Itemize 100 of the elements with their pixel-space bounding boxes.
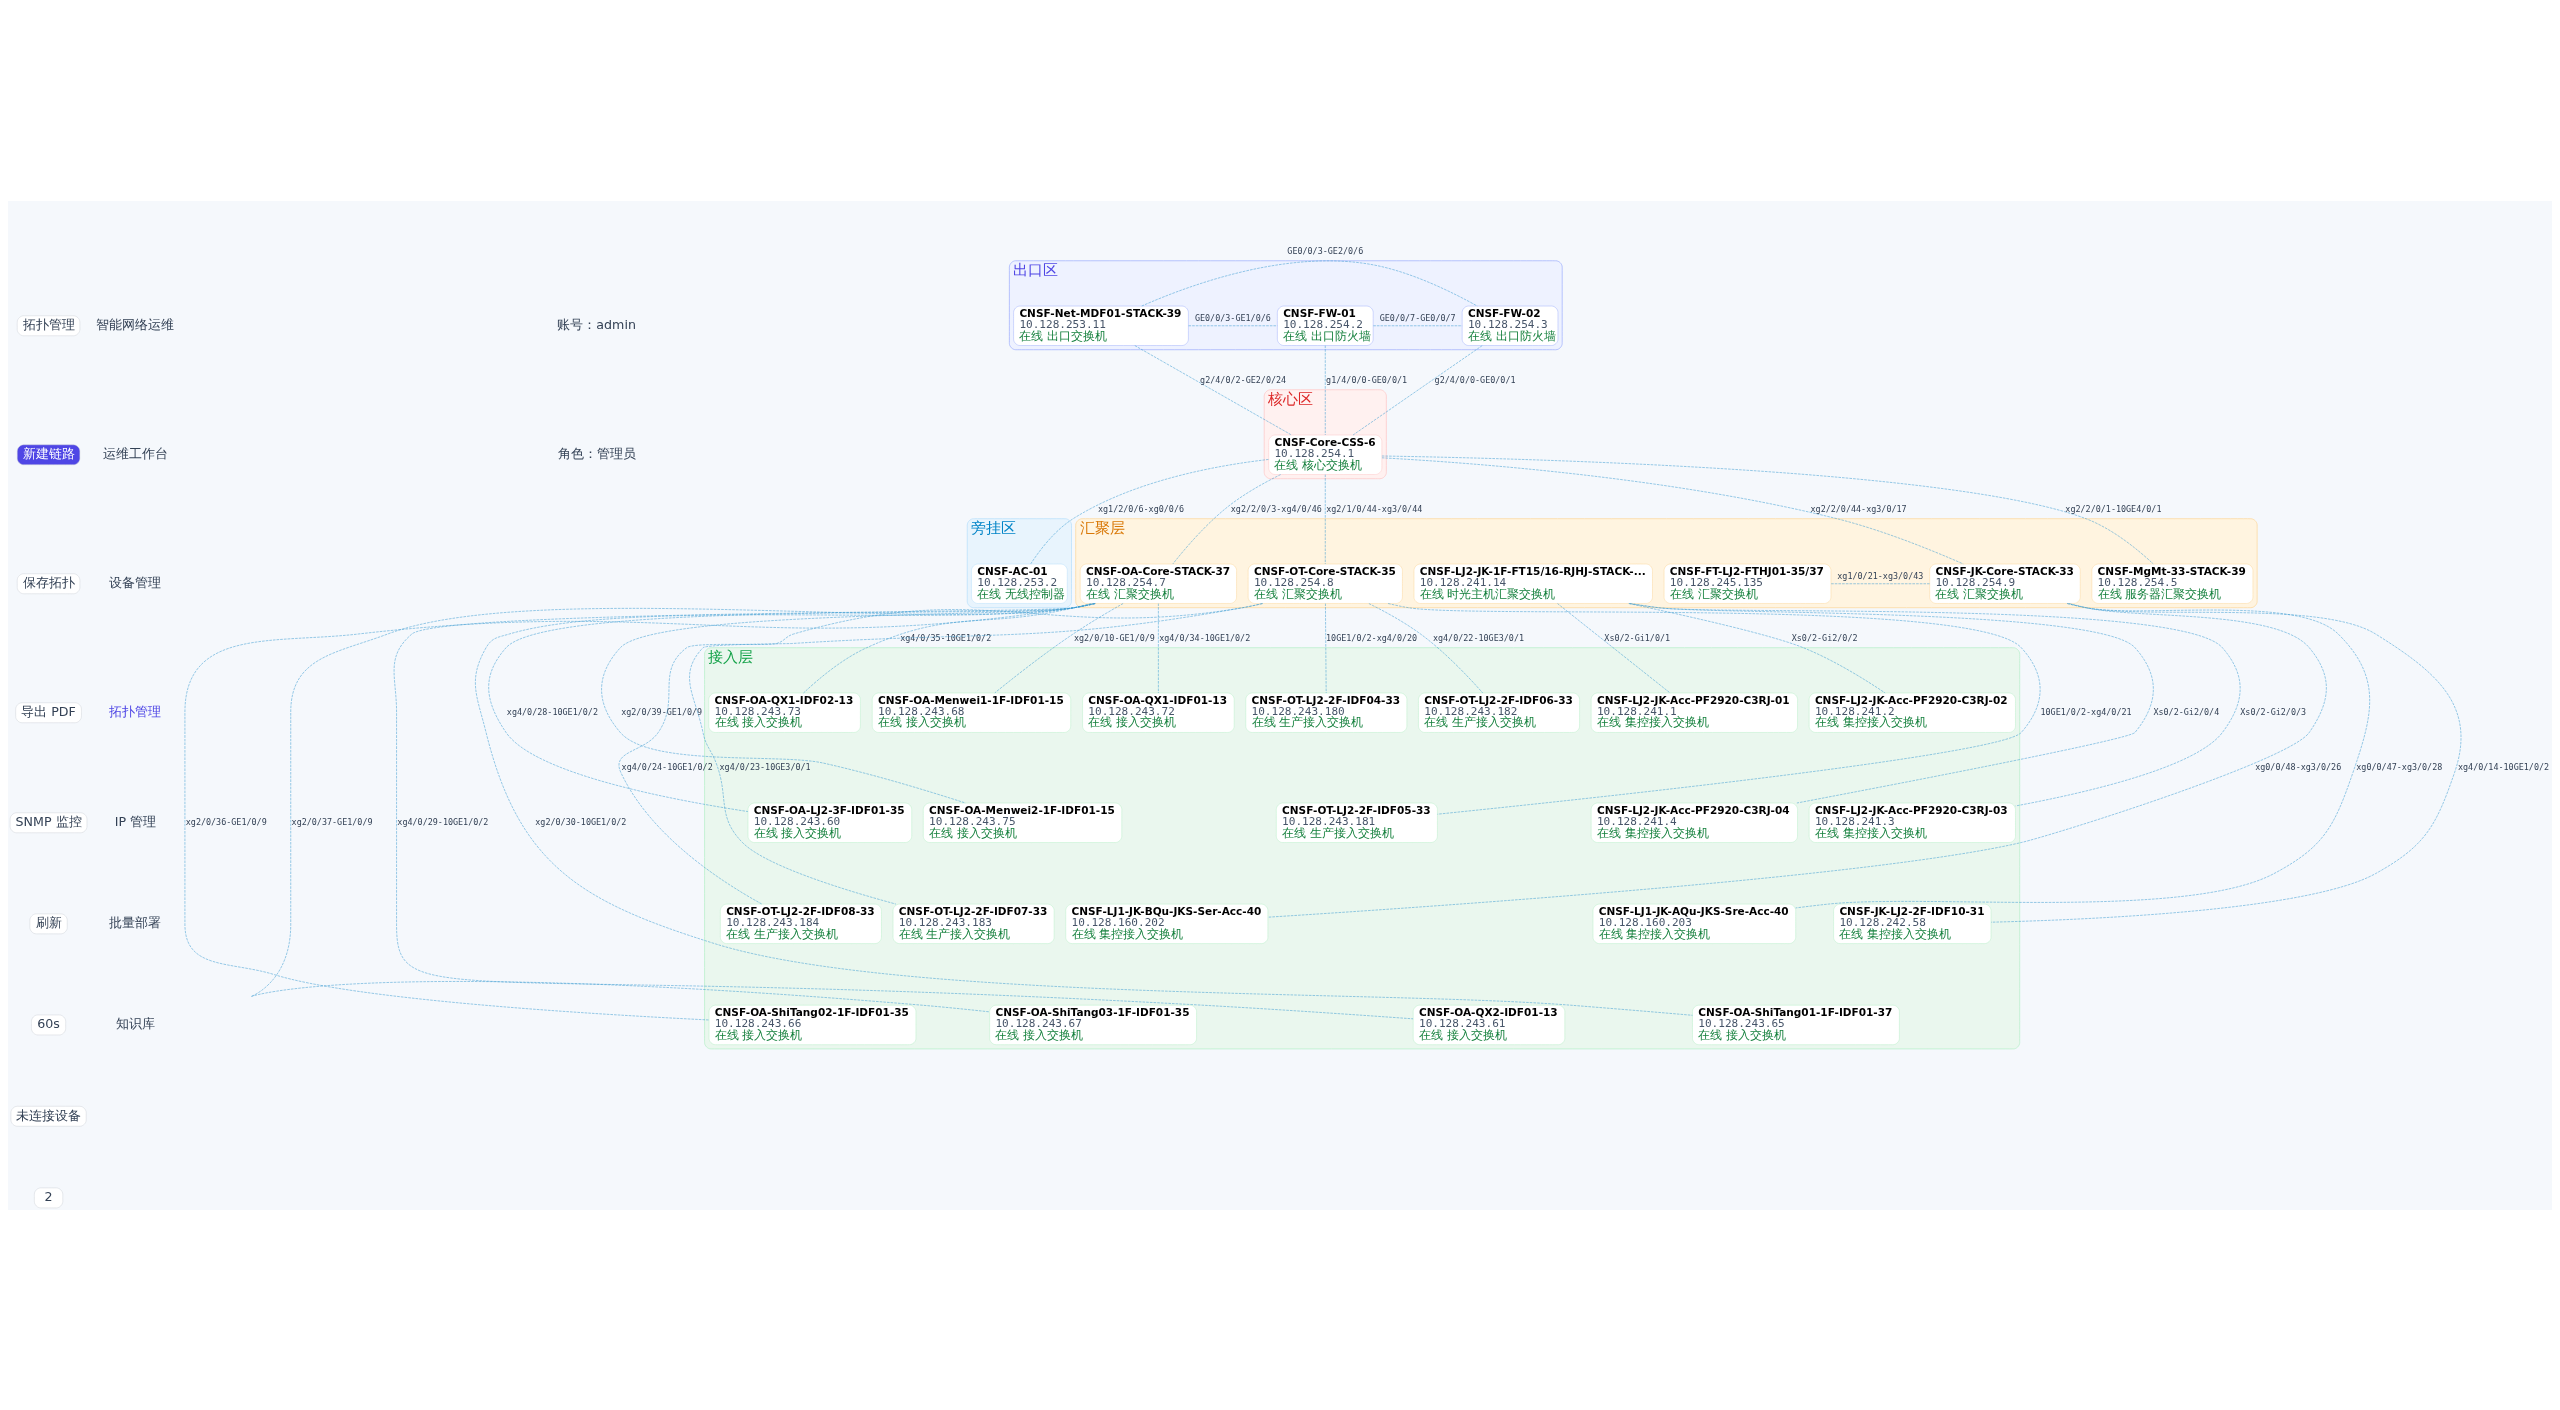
label: 新建链路 <box>22 445 75 461</box>
edge-label: xg4/0/23-10GE3/0/1 <box>719 761 811 772</box>
label: 未连接设备 <box>16 1107 82 1123</box>
node-box: CNSF-Net-MDF01-STACK-39 10.128.253.11 在线 出口交换机 <box>1013 305 1189 346</box>
edge-label: xg2/0/37-GE1/0/9 <box>291 816 373 827</box>
edge-label: xg4/0/29-10GE1/0/2 <box>397 816 489 827</box>
edge-label: Xs0/2-Gi2/0/4 <box>2153 706 2220 717</box>
connector <box>1368 602 1483 693</box>
node-box: CNSF-OA-QX1-IDF01-13 10.128.243.72 在线 接入交换机 <box>1082 692 1235 733</box>
node-box: CNSF-OA-Menwei2-1F-IDF01-15 10.128.243.75 在线 接入交换机 <box>923 802 1123 843</box>
node-box: CNSF-Core-CSS-6 10.128.254.1 在线 核心交换机 <box>1268 434 1383 475</box>
node-box: CNSF-LJ2-JK-1F-FT15/16-RJHJ-STACK-... 10.128.241.14 在线 时光主机汇聚交换机 <box>1413 563 1653 604</box>
node-box: CNSF-OT-Core-STACK-35 10.128.254.8 在线 汇聚交换机 <box>1247 563 1403 604</box>
label: 运维工作台 <box>102 445 168 461</box>
connector <box>1628 602 1886 693</box>
edge-label: g2/4/0/2-GE2/0/24 <box>1200 374 1287 385</box>
edge-label: g1/4/0/0-GE0/0/1 <box>1326 374 1408 385</box>
edge-label: xg2/0/30-10GE1/0/2 <box>535 816 627 827</box>
node-box: CNSF-OA-LJ2-3F-IDF01-35 10.128.243.60 在线 接入交换机 <box>747 802 912 843</box>
connector <box>1381 455 2154 564</box>
node-box: CNSF-LJ2-JK-Acc-PF2920-C3RJ-04 10.128.241.4 在线 集控接入交换机 <box>1590 802 1798 843</box>
edge-label: xg1/0/21-xg3/0/43 <box>1837 570 1924 581</box>
connector <box>601 602 1095 803</box>
edge-label: xg2/2/0/1-10GE4/0/1 <box>2065 503 2162 514</box>
node-box: CNSF-LJ2-JK-Acc-PF2920-C3RJ-02 10.128.241.2 在线 集控接入交换机 <box>1808 692 2016 733</box>
node-box: CNSF-LJ2-JK-Acc-PF2920-C3RJ-03 10.128.241.3 在线 集控接入交换机 <box>1808 802 2016 843</box>
label: 导出 PDF <box>21 703 76 719</box>
edge-label: 10GE1/0/2-xg4/0/20 <box>1326 632 1418 643</box>
node-box: CNSF-OA-QX1-IDF02-13 10.128.243.73 在线 接入交换机 <box>708 692 861 733</box>
node-box: CNSF-AC-01 10.128.253.2 在线 无线控制器 <box>971 563 1068 604</box>
node-box: CNSF-OA-Core-STACK-37 10.128.254.7 在线 汇聚交换机 <box>1079 563 1237 604</box>
connector <box>803 602 1092 693</box>
label: 刷新 <box>35 914 62 930</box>
edge-label: xg2/0/39-GE1/0/9 <box>621 706 703 717</box>
node-box: CNSF-JK-Core-STACK-33 10.128.254.9 在线 汇聚交换机 <box>1929 563 2081 604</box>
node-box: CNSF-OT-LJ2-2F-IDF07-33 10.128.243.183 在线 生产接入交换机 <box>892 903 1055 944</box>
connector <box>1628 602 2241 806</box>
edge-label: xg2/0/10-GE1/0/9 <box>1073 632 1155 643</box>
node-box: CNSF-OT-LJ2-2F-IDF08-33 10.128.243.184 在线 生产接入交换机 <box>720 903 882 944</box>
edge-label: Xs0/2-Gi1/0/1 <box>1604 632 1671 643</box>
node-box: CNSF-FW-02 10.128.254.3 在线 出口防火墙 <box>1461 305 1559 346</box>
edge-label: xg4/0/24-10GE1/0/2 <box>621 761 713 772</box>
node-box: CNSF-OA-Menwei1-1F-IDF01-15 10.128.243.68 在线 接入交换机 <box>871 692 1071 733</box>
label: 知识库 <box>115 1015 155 1031</box>
node-box: CNSF-OT-LJ2-2F-IDF06-33 10.128.243.182 在线 生产接入交换机 <box>1418 692 1580 733</box>
edge-label: xg0/0/47-xg3/0/28 <box>2356 761 2443 772</box>
node-box: CNSF-OA-ShiTang01-1F-IDF01-37 10.128.243.65 在线 接入交换机 <box>1692 1004 1900 1045</box>
label: 角色：管理员 <box>557 445 636 461</box>
connector <box>1267 602 2327 917</box>
edge-label: Xs0/2-Gi2/0/3 <box>2240 706 2307 717</box>
edge-label: xg4/0/22-10GE3/0/1 <box>1432 632 1525 643</box>
edge-label: xg2/0/36-GE1/0/9 <box>185 816 267 827</box>
connector <box>1629 602 2154 803</box>
edge-label: xg0/0/48-xg3/0/26 <box>2255 761 2342 772</box>
edge-label: xg2/2/0/44-xg3/0/17 <box>1810 503 1907 514</box>
label: 设备管理 <box>109 574 162 590</box>
label: 拓扑管理 <box>22 316 75 332</box>
label: SNMP 监控 <box>15 813 82 829</box>
node-box: CNSF-FT-LJ2-FTHJ01-35/37 10.128.245.135 在线 汇聚交换机 <box>1663 563 1832 604</box>
connector <box>1795 602 2370 908</box>
node-box: CNSF-JK-LJ2-2F-IDF10-31 10.128.242.58 在线 集控接入交换机 <box>1833 903 1992 944</box>
connector <box>1387 602 2041 814</box>
connector <box>1325 344 1326 435</box>
connector <box>1325 602 1327 693</box>
edge-label: xg4/0/14-10GE1/0/2 <box>2457 761 2550 772</box>
node-box: CNSF-OA-QX2-IDF01-13 10.128.243.61 在线 接入交换机 <box>1412 1004 1566 1045</box>
connector <box>1030 458 1269 564</box>
node-box: CNSF-OA-ShiTang02-1F-IDF01-35 10.128.243.66 在线 接入交换机 <box>708 1004 917 1045</box>
edge-label: g2/4/0/0-GE0/0/1 <box>1434 374 1516 385</box>
label: IP 管理 <box>114 813 157 829</box>
edge-label: Xs0/2-Gi2/0/2 <box>1791 632 1858 643</box>
node-box: CNSF-LJ1-JK-AQu-JKS-Sre-Acc-40 10.128.160.203 在线 集控接入交换机 <box>1592 903 1796 944</box>
node-box: CNSF-OT-LJ2-2F-IDF04-33 10.128.243.180 在线 生产接入交换机 <box>1245 692 1408 733</box>
edge-label: xg4/0/35-10GE1/0/2 <box>900 632 992 643</box>
node-box: CNSF-FW-01 10.128.254.2 在线 出口防火墙 <box>1277 305 1374 346</box>
connector <box>1557 602 1671 693</box>
connector <box>1990 602 2462 922</box>
edge-label: GE0/0/3-GE1/0/6 <box>1194 312 1271 323</box>
connector <box>475 602 1693 1016</box>
label: 批量部署 <box>109 914 162 930</box>
label: 智能网络运维 <box>96 316 175 332</box>
label: 保存拓扑 <box>22 574 75 590</box>
connector <box>1381 457 1964 564</box>
edge-label: 10GE1/0/2-xg4/0/21 <box>2040 706 2132 717</box>
connector <box>1134 344 1292 435</box>
edge-label: xg1/2/0/6-xg0/0/6 <box>1097 503 1185 514</box>
edge-label: GE0/0/3-GE2/0/6 <box>1287 245 1364 256</box>
connector <box>393 602 1414 1019</box>
node-box: CNSF-OT-LJ2-2F-IDF05-33 10.128.243.181 在线 生产接入交换机 <box>1276 802 1438 843</box>
edge-label: xg4/0/28-10GE1/0/2 <box>506 706 598 717</box>
edge-label: xg4/0/34-10GE1/0/2 <box>1159 632 1251 643</box>
label: 拓扑管理 <box>109 703 162 719</box>
node-box: CNSF-LJ2-JK-Acc-PF2920-C3RJ-01 10.128.241.1 在线 集控接入交换机 <box>1590 692 1798 733</box>
edge-label: xg2/2/0/3-xg4/0/46 <box>1230 503 1322 514</box>
edge-label: GE0/0/7-GE0/0/7 <box>1379 312 1456 323</box>
connector <box>1158 602 1159 693</box>
node-box: CNSF-OA-ShiTang03-1F-IDF01-35 10.128.243.67 在线 接入交换机 <box>989 1004 1197 1045</box>
edge-label: xg2/1/0/44-xg3/0/44 <box>1326 503 1423 514</box>
label: 账号：admin <box>557 316 636 332</box>
node-box: CNSF-LJ1-JK-BQu-JKS-Ser-Acc-40 10.128.160.202 在线 集控接入交换机 <box>1065 903 1269 944</box>
